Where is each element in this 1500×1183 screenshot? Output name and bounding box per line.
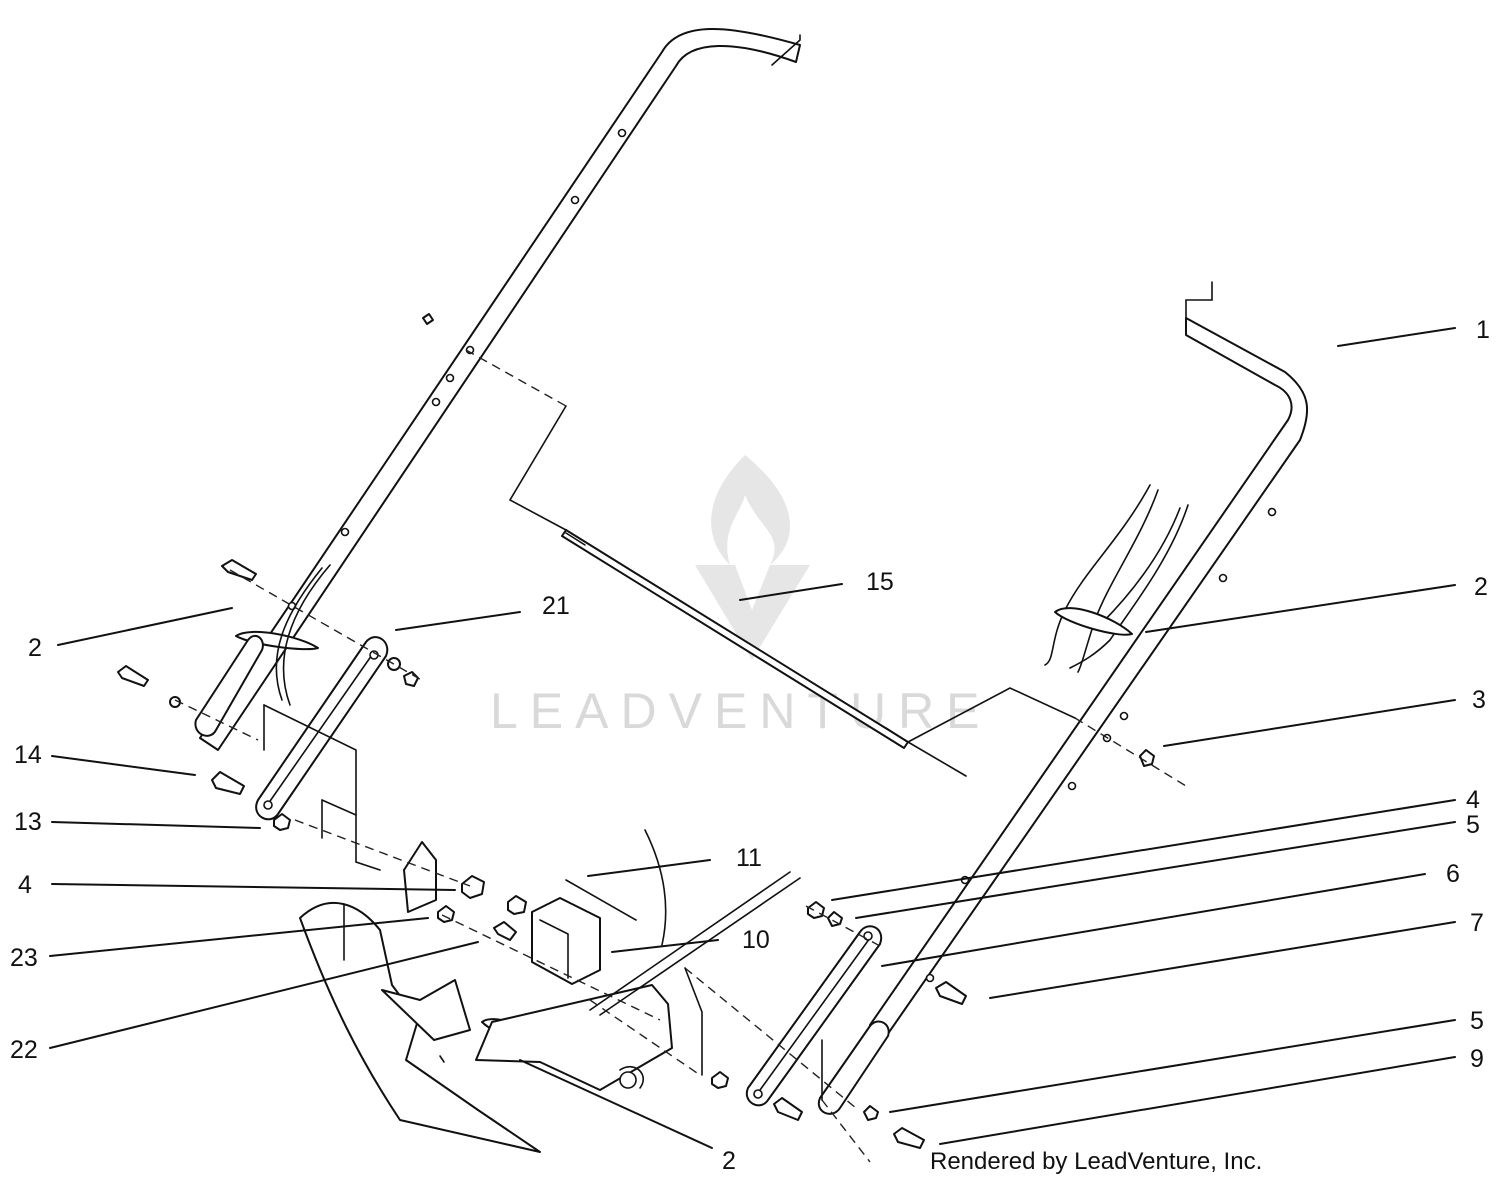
callout-7: 7 [1470,909,1484,937]
cable-tie-right [1054,607,1133,636]
upper-handle [869,281,1309,1039]
guide-lines [263,405,1076,1101]
callout-11: 11 [736,844,762,872]
callout-10: 10 [742,926,770,954]
callout-14: 14 [14,741,42,769]
watermark-text: LEADVENTURE [490,683,992,739]
left-bracket [194,634,389,821]
callout-4-right: 4 [1466,786,1480,814]
alignment-lines [174,349,1187,1163]
switch-box [531,829,801,1016]
callout-2-left: 2 [28,634,42,662]
watermark-v-icon [695,565,810,660]
callout-23: 23 [10,944,38,972]
callout-5-lower: 5 [1470,1007,1484,1035]
callout-5-upper: 5 [1466,811,1480,839]
callout-9: 9 [1470,1045,1484,1073]
callout-1: 1 [1476,316,1490,344]
cable-bundle [1044,484,1189,673]
callout-22: 22 [10,1036,38,1064]
callout-13: 13 [14,808,42,836]
callout-labels: 1 2 3 4 5 6 7 5 9 2 14 13 4 23 22 15 21 … [10,316,1490,1175]
leader-lines [49,327,1456,1149]
lower-handle [199,28,801,751]
watermark-flame-icon [711,455,791,565]
callout-4-left: 4 [18,871,32,899]
right-bracket [745,925,890,1115]
mower-housing [299,841,673,1153]
callout-2-bottom: 2 [722,1147,736,1175]
callout-6: 6 [1446,860,1460,888]
callout-2-upper-right: 2 [1474,573,1488,601]
control-rod [561,529,909,749]
watermark: LEADVENTURE [490,455,992,739]
callout-15: 15 [866,568,894,596]
callout-21: 21 [542,592,570,620]
credit-text: Rendered by LeadVenture, Inc. [930,1148,1262,1175]
callout-3: 3 [1472,686,1486,714]
right-hardware [711,749,1155,1149]
